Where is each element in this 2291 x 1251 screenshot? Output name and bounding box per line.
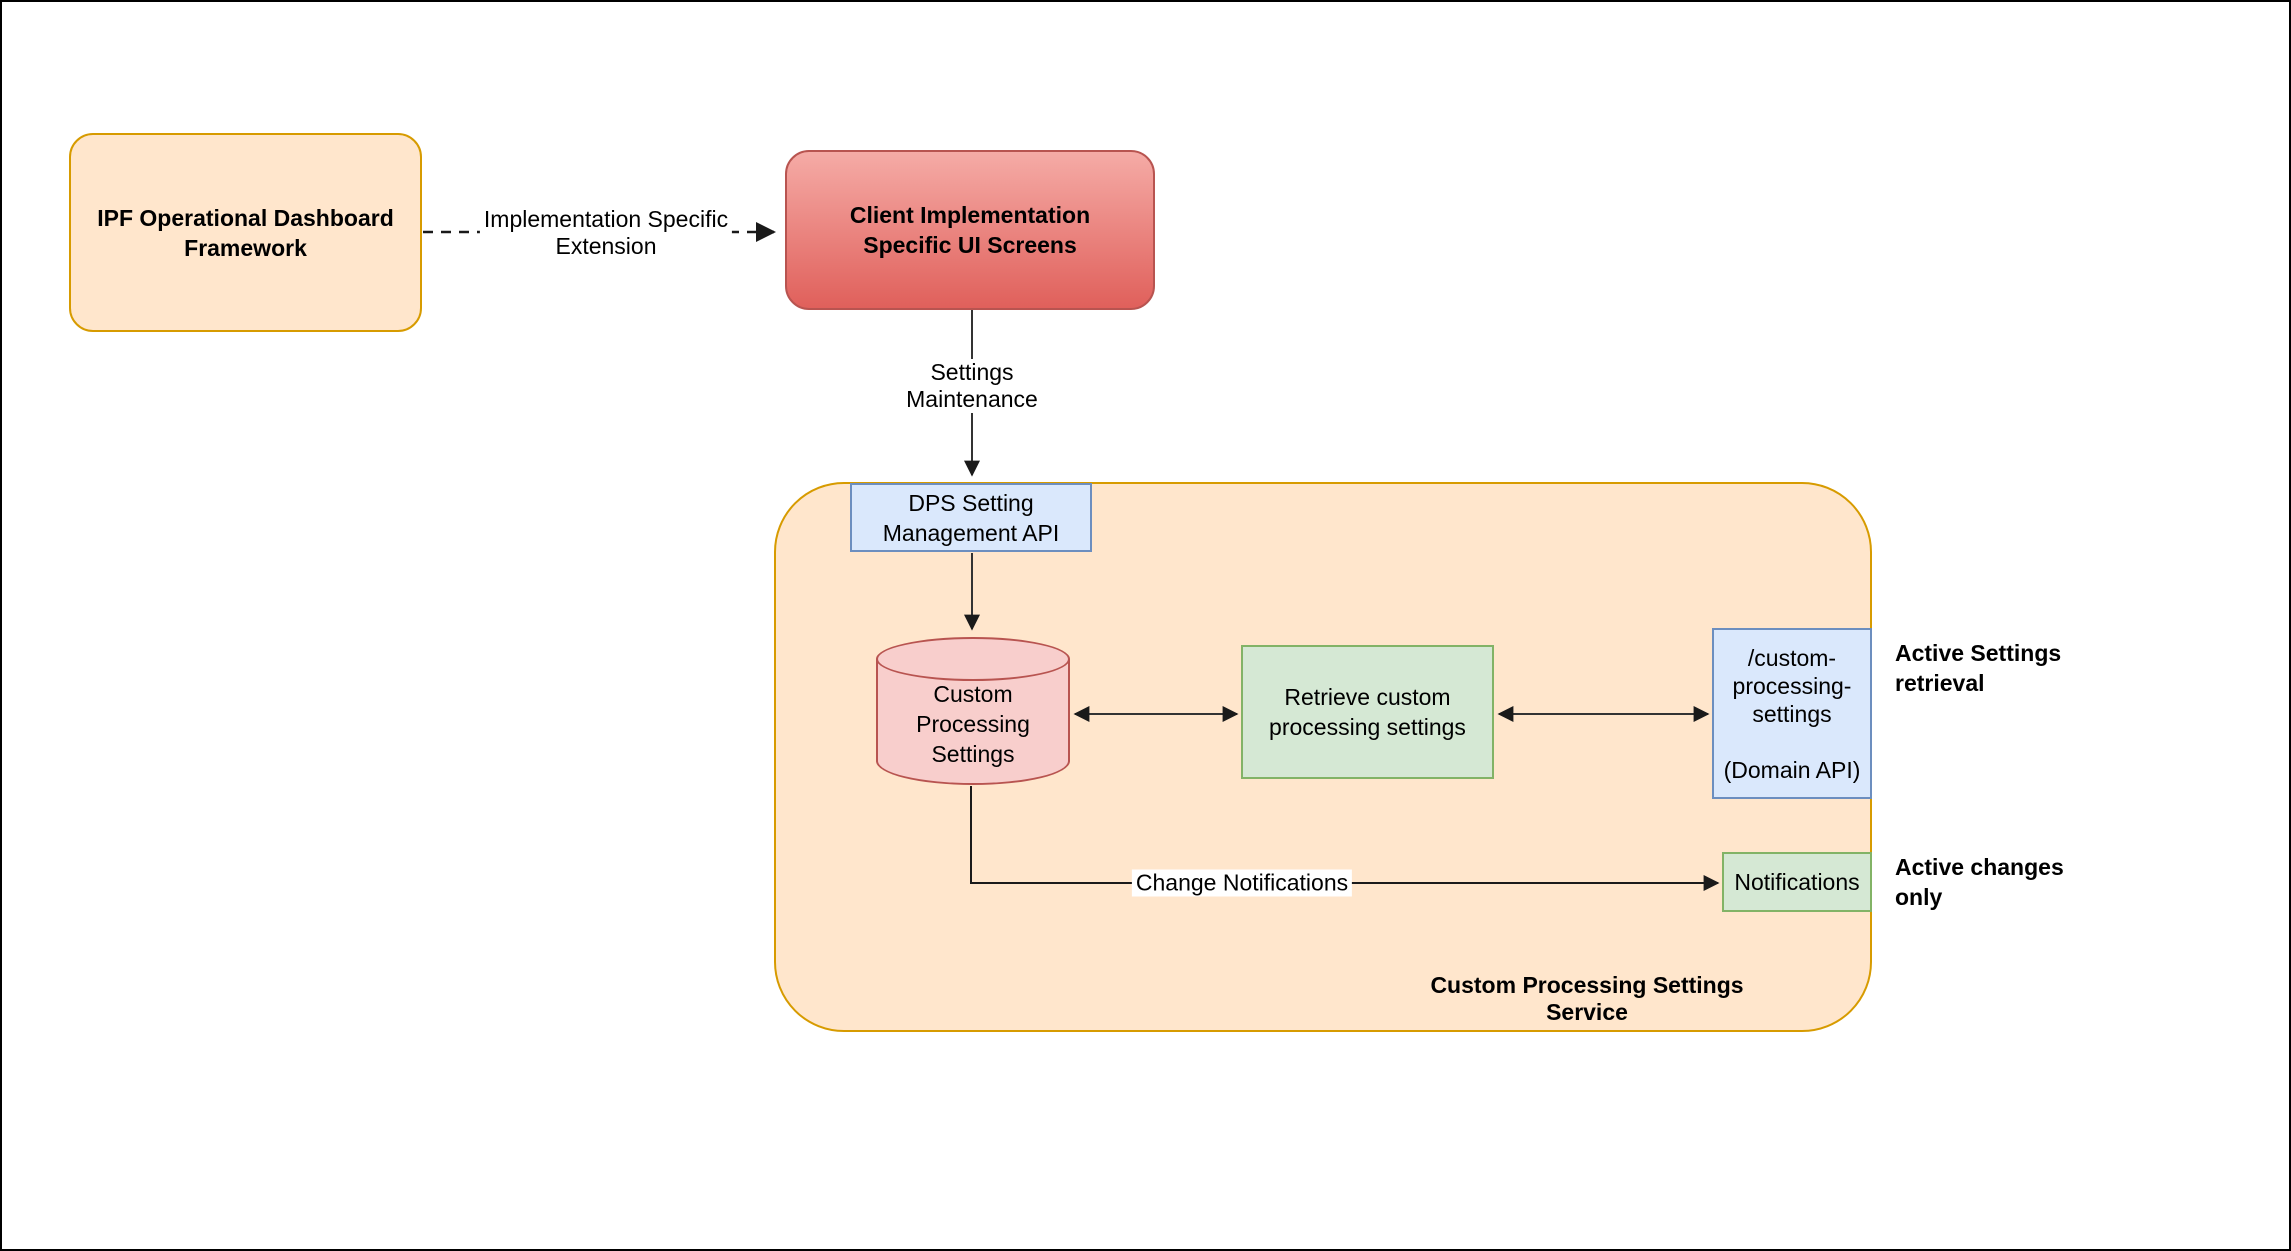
cylinder-top-ellipse xyxy=(876,637,1070,681)
annotation-active-changes-only: Active changes only xyxy=(1895,854,2064,910)
edge-label-settings-maintenance: Settings Maintenance xyxy=(902,359,1042,413)
annotation-active-settings-retrieval: Active Settings retrieval xyxy=(1895,640,2062,696)
node-client-implementation-specific-ui-screens: Client Implementation Specific UI Screen… xyxy=(785,150,1155,310)
container-title: Custom Processing Settings Service xyxy=(1430,972,1744,1025)
node-dps-setting-management-api: DPS Setting Management API xyxy=(850,483,1092,552)
edge-label-implementation-specific-extension: Implementation Specific Extension xyxy=(479,206,733,260)
edge-change-notifications xyxy=(970,786,1720,891)
node-custom-processing-settings-domain-api: /custom- processing- settings (Domain AP… xyxy=(1712,628,1872,799)
cylinder-label: Custom Processing Settings xyxy=(916,681,1030,767)
node-ipf-operational-dashboard-framework: IPF Operational Dashboard Framework xyxy=(69,133,422,332)
node-retrieve-custom-processing-settings: Retrieve custom processing settings xyxy=(1241,645,1494,779)
edge-label-change-notifications: Change Notifications xyxy=(1131,869,1353,897)
node-notifications: Notifications xyxy=(1722,852,1872,912)
node-custom-processing-settings-db: Custom Processing Settings xyxy=(876,637,1070,785)
